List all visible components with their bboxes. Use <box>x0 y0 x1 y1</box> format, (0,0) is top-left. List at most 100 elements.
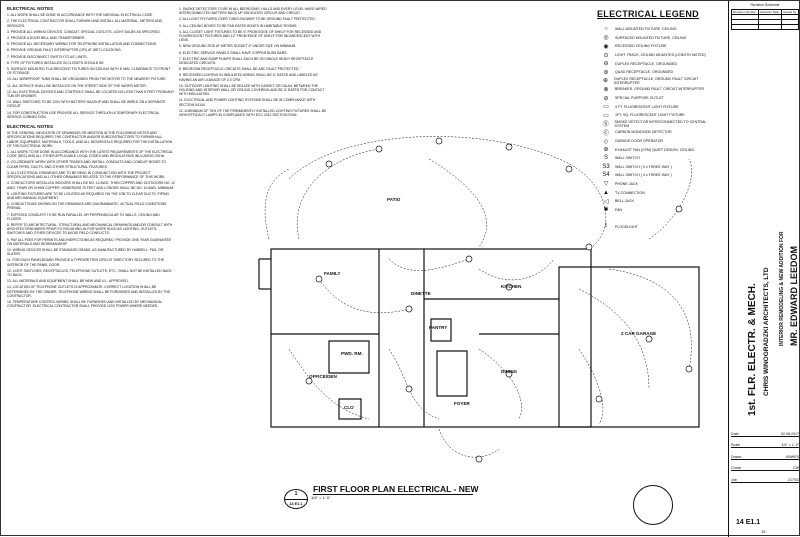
note-item: 6. CONDUIT RUNS SHOWN ON THE DRAWINGS AR… <box>7 202 167 211</box>
sheet-number: 14 E1.1 <box>736 519 761 526</box>
ref-sheet: 14 E1.1 <box>285 499 307 507</box>
room-label-clo: CLO <box>344 405 354 410</box>
room-label-kitchen: KITCHEN <box>501 284 522 289</box>
electrical-notes-column: ELECTRICAL NOTES 1. ALL WORK SHALL BE DO… <box>7 6 175 310</box>
field-label: Date <box>731 431 739 436</box>
notes-list-2: IN THE GENERAL INDICATION OF DRAWINGS OR… <box>7 131 175 308</box>
legend-symbol-icon: ⊗ <box>603 86 609 93</box>
note-item: 8. REFER TO ARCHITECTURAL, STRUCTURAL AN… <box>7 222 173 236</box>
note-item: 5. PROVIDE ALL NECESSARY WIRING FOR TELE… <box>7 42 157 47</box>
legend-label: DUPLEX RECEPTACLE, GROUNDED <box>615 61 678 66</box>
patio-wiring-arc <box>288 136 606 250</box>
room-label-garage: 2 CAR GARAGE <box>621 331 657 336</box>
legend-symbol-icon: ▲ <box>603 189 609 196</box>
legend-label: QUAD RECEPTACLE, GROUNDED <box>615 70 674 75</box>
legend-symbol-icon: ◎ <box>603 35 609 42</box>
note-item: 14. FOR CONSTRUCTION USE PROVIDE ALL SER… <box>7 110 160 119</box>
legend-symbol-icon: Ⓒ <box>602 130 609 137</box>
sheet-of: 15 <box>761 529 766 534</box>
legend-title: ELECTRICAL LEGEND <box>597 9 699 19</box>
legend-symbol-icon: ◇ <box>603 138 609 145</box>
revision-schedule-title: Revision Schedule <box>750 3 780 7</box>
rev-header-number: Revision Number <box>730 9 760 15</box>
room-label-foyer: FOYER <box>454 401 470 406</box>
legend-label: SURFACED MOUNTED FIXTURE, CEILING <box>615 35 687 40</box>
legend-label: FLOODLIGHT <box>615 224 638 229</box>
note-item: 2. CO-ORDINATE WORK WITH OTHER TRADES AN… <box>7 160 167 169</box>
note-item: 15. TEMPERATURE CONTROL WIRING SHALL BE … <box>7 299 163 309</box>
legend-row: ⟟FLOODLIGHT <box>597 223 719 232</box>
floor-plan: PATIO FAMILY DINETTE KITCHEN PANTRY 2 CA… <box>179 119 724 497</box>
field-value: KNWES <box>785 454 799 459</box>
room-label-pwd: PWD. RM. <box>341 351 363 356</box>
legend-row: ⊘SPECIAL PURPOSE OUTLET <box>597 94 719 103</box>
legend-symbol-icon: S3 <box>602 163 610 170</box>
legend-symbol-icon: ◁ <box>603 198 609 205</box>
house-outline <box>270 248 592 428</box>
legend-row: ◇GARAGE DOOR OPERATOR <box>597 137 719 146</box>
electrical-legend: ELECTRICAL LEGEND ○WALL MOUNTED FIXTURE,… <box>597 9 719 231</box>
legend-label: BELL JACK <box>615 199 634 204</box>
legend-row: ⊜ QUAD RECEPTACLE, GROUNDED <box>597 68 719 77</box>
legend-label: SPECIAL PURPOSE OUTLET <box>615 96 664 101</box>
architect-name: CHRIS WINOGRADZKI ARCHITECTS, LTD <box>763 267 770 396</box>
note-item: 1. SMOKE DETECTORS TO BE IN ALL BEDROOMS… <box>179 7 327 16</box>
legend-row: ◉ RECESSED CEILING FIXTURE <box>597 42 719 51</box>
note-item: 1. ALL WORK TO BE DONE IN ACCORDANCE WIT… <box>7 150 173 159</box>
legend-row: ▭ 1FT. SQ. FLUORESCENT LIGHT FIXTURE <box>597 111 719 120</box>
note-item: 9. RECESSED LIGHTING IN INSULATED AREAS … <box>179 73 318 82</box>
note-item: 3. ALL CEILING BOXES TO BE FAN RATED BOX… <box>179 23 298 28</box>
note-item: 8. BEDROOM RECEPTACLE CIRCUITS SHALL BE … <box>179 67 300 72</box>
legend-row: ⊛ EXHAUST FAN (CFM) QUIET DESIGN, CEILING <box>597 145 719 154</box>
drawing-title: FIRST FLOOR PLAN ELECTRICAL - NEW <box>313 484 479 494</box>
legend-rows: ○WALL MOUNTED FIXTURE, CEILING◎SURFACED … <box>597 25 719 231</box>
field-value: CW <box>793 466 799 470</box>
architect-seal <box>633 485 673 525</box>
legend-label: WALL SWITCH ( 4 x THREE WAY ) <box>615 173 672 178</box>
legend-row: S3 WALL SWITCH ( 3 x THREE WAY ) <box>597 163 719 172</box>
note-item: 5. LIGHTING FIXTURES ARE TO BE LOCATED A… <box>7 191 170 200</box>
legend-symbol-icon: ◉ <box>603 43 609 50</box>
legend-symbol-icon: ▭ <box>603 104 609 111</box>
notes-list: 1. ALL WORK SHALL BE DONE IN ACCORDANCE … <box>7 13 175 119</box>
legend-symbol-icon: S <box>603 155 608 162</box>
field-value: 2170/2 <box>788 477 799 482</box>
legend-row: ▭4 FT. FLUORESCENT LIGHT FIXTURE <box>597 102 719 111</box>
legend-symbol-icon: ⊜ <box>603 69 609 76</box>
title-block-field: Job 2170/2 <box>731 471 799 483</box>
note-item: 9. PAY ALL FEES FOR PERMITS AND INSPECTI… <box>7 237 172 246</box>
note-item: 4. PROVIDE A DOOR BELL AND TRANSFORMER. <box>7 36 86 41</box>
note-item: 10. OUTDOOR LIGHTING SHALL BE SEALED WIT… <box>179 83 325 97</box>
legend-row: ◎ SURFACED MOUNTED FIXTURE, CEILING <box>597 34 719 43</box>
note-item: 5. NEW GROUND ROD AT METER SOCKET IF UND… <box>179 44 297 49</box>
sheet-title: 1st. FLR. ELECTR. & MECH. <box>747 283 758 416</box>
legend-label: WALL SWITCH ( 3 x THREE WAY ) <box>615 164 672 169</box>
electrical-notes-column-2: 1. SMOKE DETECTORS TO BE IN ALL BEDROOMS… <box>179 7 329 119</box>
legend-symbol-icon: ▭ <box>603 112 609 119</box>
legend-label: EXHAUST FAN (CFM) QUIET DESIGN, CEILING <box>615 147 695 152</box>
note-item: 13. WALL SWITCHES TO BE 120V WITH BATTER… <box>7 100 166 109</box>
legend-label: LIGHT TRACK, CEILING MOUNTED (LENGTH NOT… <box>615 53 706 58</box>
note-item: IN THE GENERAL INDICATION OF DRAWINGS OR… <box>7 131 173 148</box>
field-label: Job <box>731 477 737 482</box>
note-item: 12. LIGHT SWITCHES, RECEPTACLES, TELEPHO… <box>7 268 172 277</box>
note-item: 2. THE ELECTRICAL CONTRACTOR SHALL FURNI… <box>7 19 163 28</box>
legend-symbol-icon: ⊛ <box>603 147 609 154</box>
garage-outline <box>558 266 700 428</box>
legend-label: PHONE JACK <box>615 181 638 186</box>
legend-label: 1FT. SQ. FLUORESCENT LIGHT FIXTURE <box>615 113 685 118</box>
room-label-office: OFFICE/DEN <box>309 374 337 379</box>
legend-symbol-icon: ⊕ <box>603 78 609 85</box>
note-item: 12. ALL ELECTRICAL DEVICES AND CONTROLS … <box>7 89 175 99</box>
note-item: 6. ELECTRIC SERVICE PANELS SHALL HAVE CO… <box>179 50 288 55</box>
note-item: 7. PROVIDE DISCONNECT SWITCH TO A/C UNIT… <box>7 54 88 59</box>
legend-label: BREAKER, GROUND FAULT CIRCUIT INTERRUPTE… <box>615 87 705 92</box>
legend-symbol-icon: ✱ <box>603 207 609 214</box>
legend-row: ⊗ BREAKER, GROUND FAULT CIRCUIT INTERRUPT… <box>597 85 719 94</box>
legend-symbol-icon: Ⓢ <box>602 122 609 129</box>
legend-label: WALL MOUNTED FIXTURE, CEILING <box>615 27 677 32</box>
room-label-family: FAMILY <box>324 271 341 276</box>
legend-label: RECESSED CEILING FIXTURE <box>615 44 667 49</box>
